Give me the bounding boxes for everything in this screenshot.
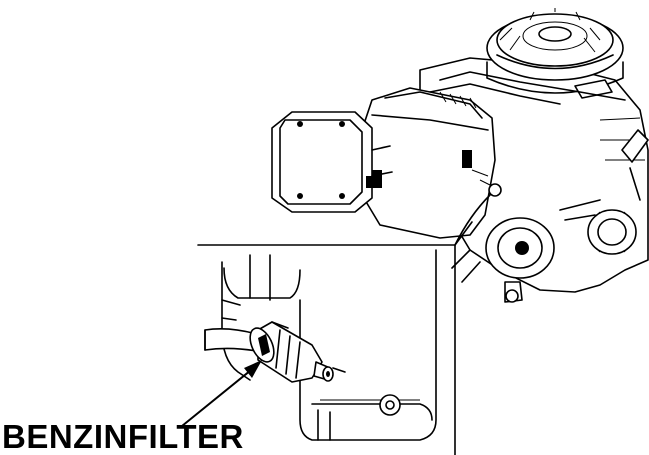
detail-callout-frame [197, 221, 473, 455]
muffler [271, 111, 393, 213]
air-cleaner [361, 87, 496, 239]
detail-view [181, 249, 437, 441]
control-knob [587, 129, 649, 255]
fuel-pump [485, 217, 555, 303]
fuel-filter-label: BENZINFILTER [2, 418, 244, 455]
engine-illustration [271, 8, 649, 303]
fuel-filter [249, 321, 346, 383]
recoil-starter [486, 8, 624, 99]
callout-arrow [181, 360, 262, 427]
